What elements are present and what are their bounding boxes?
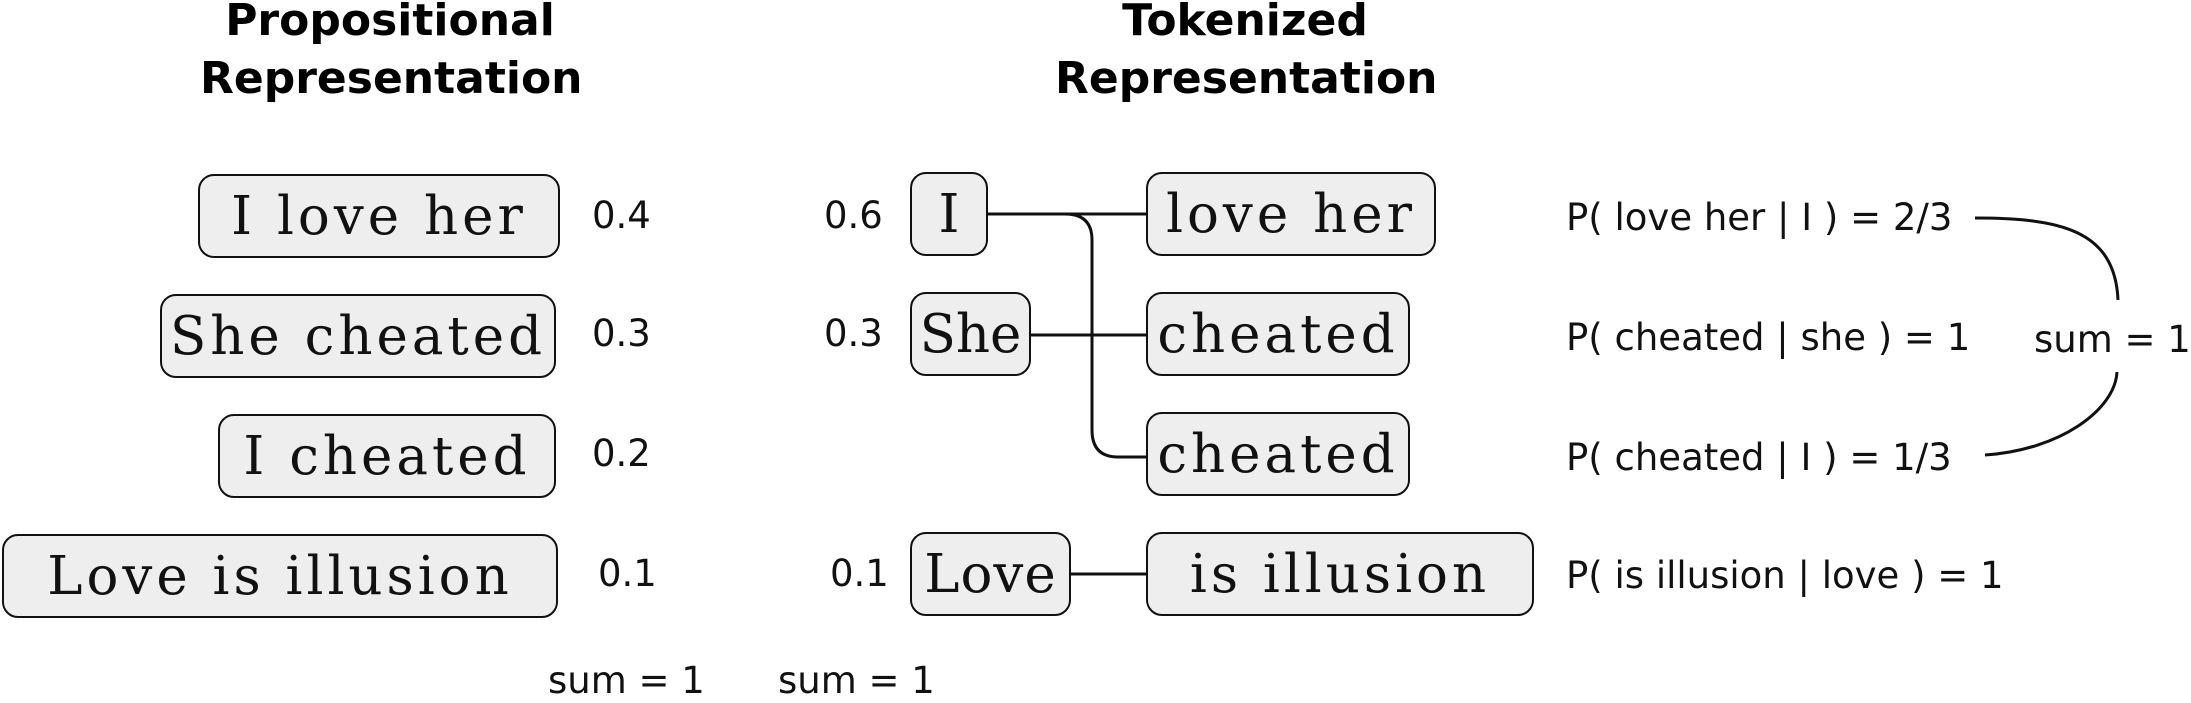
- first-token-sum: sum = 1: [778, 659, 935, 702]
- first-token-prob-3: 0.1: [830, 552, 889, 595]
- conditional-prob-4: P( is illusion | love ) = 1: [1566, 554, 2004, 597]
- first-token-box-2: She: [910, 292, 1031, 376]
- propositional-heading-line-1: Propositional: [225, 0, 555, 46]
- sum-bracket-top: [1974, 216, 2120, 301]
- tokenized-heading: Tokenized Representation: [1055, 0, 1438, 108]
- tokenized-heading-line-2: Representation: [1055, 53, 1438, 104]
- proposition-prob-3: 0.2: [592, 432, 651, 475]
- continuation-box-2: cheated: [1146, 292, 1410, 376]
- proposition-box-2: She cheated: [160, 294, 556, 378]
- propositional-sum: sum = 1: [548, 659, 705, 702]
- continuation-box-4: is illusion: [1146, 532, 1534, 616]
- propositional-heading: Propositional Representation: [200, 0, 583, 108]
- tokenized-heading-line-1: Tokenized: [1122, 0, 1368, 46]
- first-token-box-3: Love: [910, 532, 1071, 616]
- conditional-sum: sum = 1: [2034, 318, 2191, 361]
- proposition-prob-2: 0.3: [592, 312, 651, 355]
- continuation-box-1: love her: [1146, 172, 1436, 256]
- first-token-box-1: I: [910, 172, 988, 256]
- first-token-prob-1: 0.6: [824, 194, 883, 237]
- proposition-prob-4: 0.1: [598, 552, 657, 595]
- proposition-box-4: Love is illusion: [2, 534, 558, 618]
- conditional-prob-1: P( love her | I ) = 2/3: [1566, 196, 1953, 239]
- proposition-box-3: I cheated: [218, 414, 556, 498]
- conditional-prob-2: P( cheated | she ) = 1: [1566, 316, 1971, 359]
- continuation-box-3: cheated: [1146, 412, 1410, 496]
- proposition-box-1: I love her: [198, 174, 560, 258]
- sum-bracket-bottom: [1984, 371, 2119, 457]
- proposition-prob-1: 0.4: [592, 194, 651, 237]
- first-token-prob-2: 0.3: [824, 312, 883, 355]
- propositional-heading-line-2: Representation: [200, 53, 583, 104]
- conditional-prob-3: P( cheated | I ) = 1/3: [1566, 436, 1952, 479]
